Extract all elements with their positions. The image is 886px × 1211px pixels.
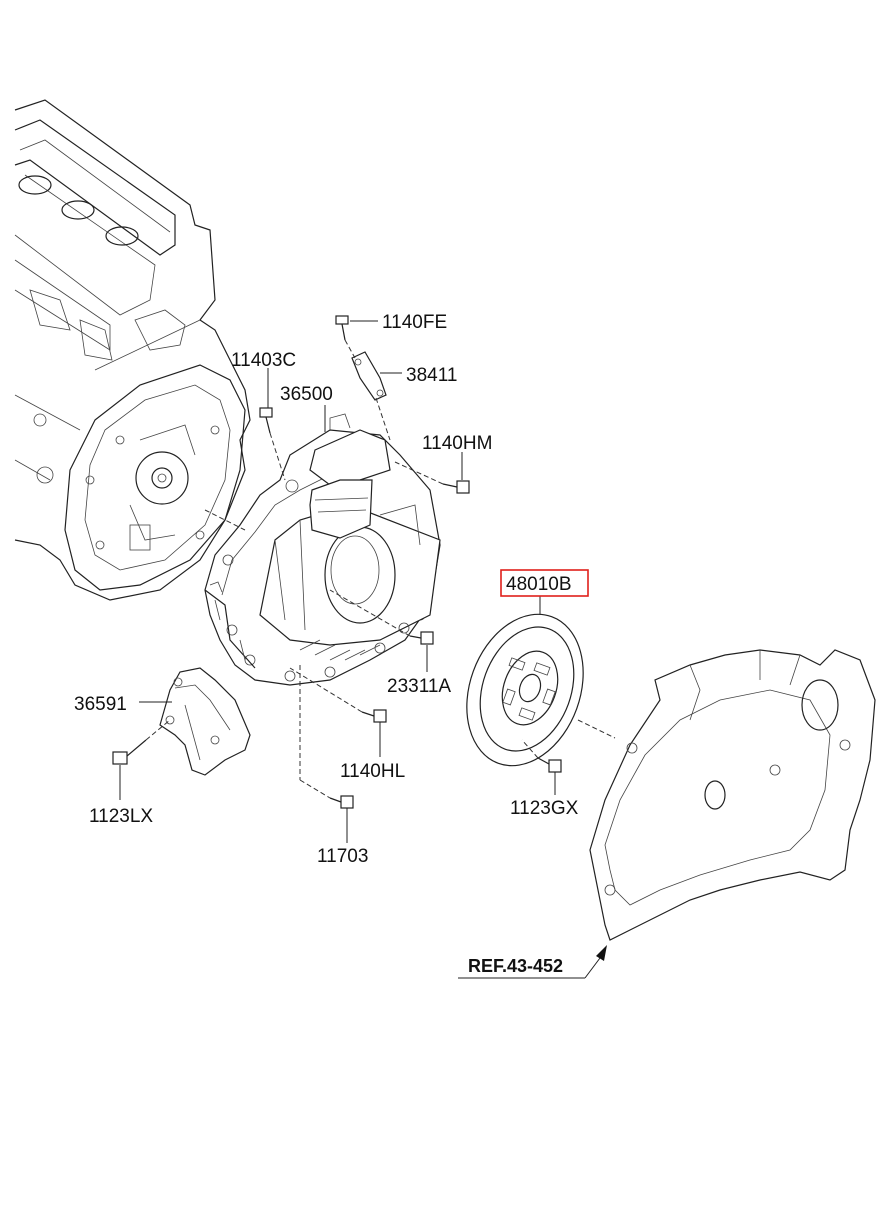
part-label-48010B[interactable]: 48010B [506, 574, 572, 595]
bolt-1123LX [112, 739, 147, 765]
clamp-38411 [351, 351, 387, 401]
selected-part-highlight-box [500, 569, 589, 597]
part-label-23311A[interactable]: 23311A [387, 676, 451, 697]
part-label-11703[interactable]: 11703 [317, 846, 368, 867]
part-label-36591[interactable]: 36591 [74, 694, 127, 715]
bolt-23311A [409, 631, 434, 645]
part-label-1140HL[interactable]: 1140HL [340, 761, 405, 782]
bolt-11703 [329, 795, 354, 809]
part-label-1140FE[interactable]: 1140FE [382, 312, 447, 333]
reference-arrowhead [596, 945, 607, 961]
bolt-11403C [259, 407, 273, 434]
reference-label[interactable]: REF.43-452 [468, 956, 563, 976]
engine-block-drawing [14, 99, 251, 601]
assembly-lines [145, 339, 616, 799]
part-label-38411[interactable]: 38411 [406, 365, 457, 386]
part-label-1123LX[interactable]: 1123LX [89, 806, 153, 827]
bolt-1140HM [442, 480, 470, 494]
transmission-case-drawing [589, 649, 876, 941]
bracket-drawing [159, 667, 251, 776]
bolt-1140FE [335, 315, 349, 341]
bolt-1140HL [361, 709, 387, 723]
clutch-disc-drawing [466, 613, 584, 767]
bolt-1123GX [537, 757, 562, 773]
part-label-11403C[interactable]: 11403C [231, 350, 296, 371]
part-label-1123GX[interactable]: 1123GX [510, 798, 579, 819]
leader-lines [119, 320, 607, 979]
part-label-36500[interactable]: 36500 [280, 384, 333, 405]
clutch-housing-drawing [204, 413, 441, 686]
part-label-1140HM[interactable]: 1140HM [422, 433, 492, 454]
